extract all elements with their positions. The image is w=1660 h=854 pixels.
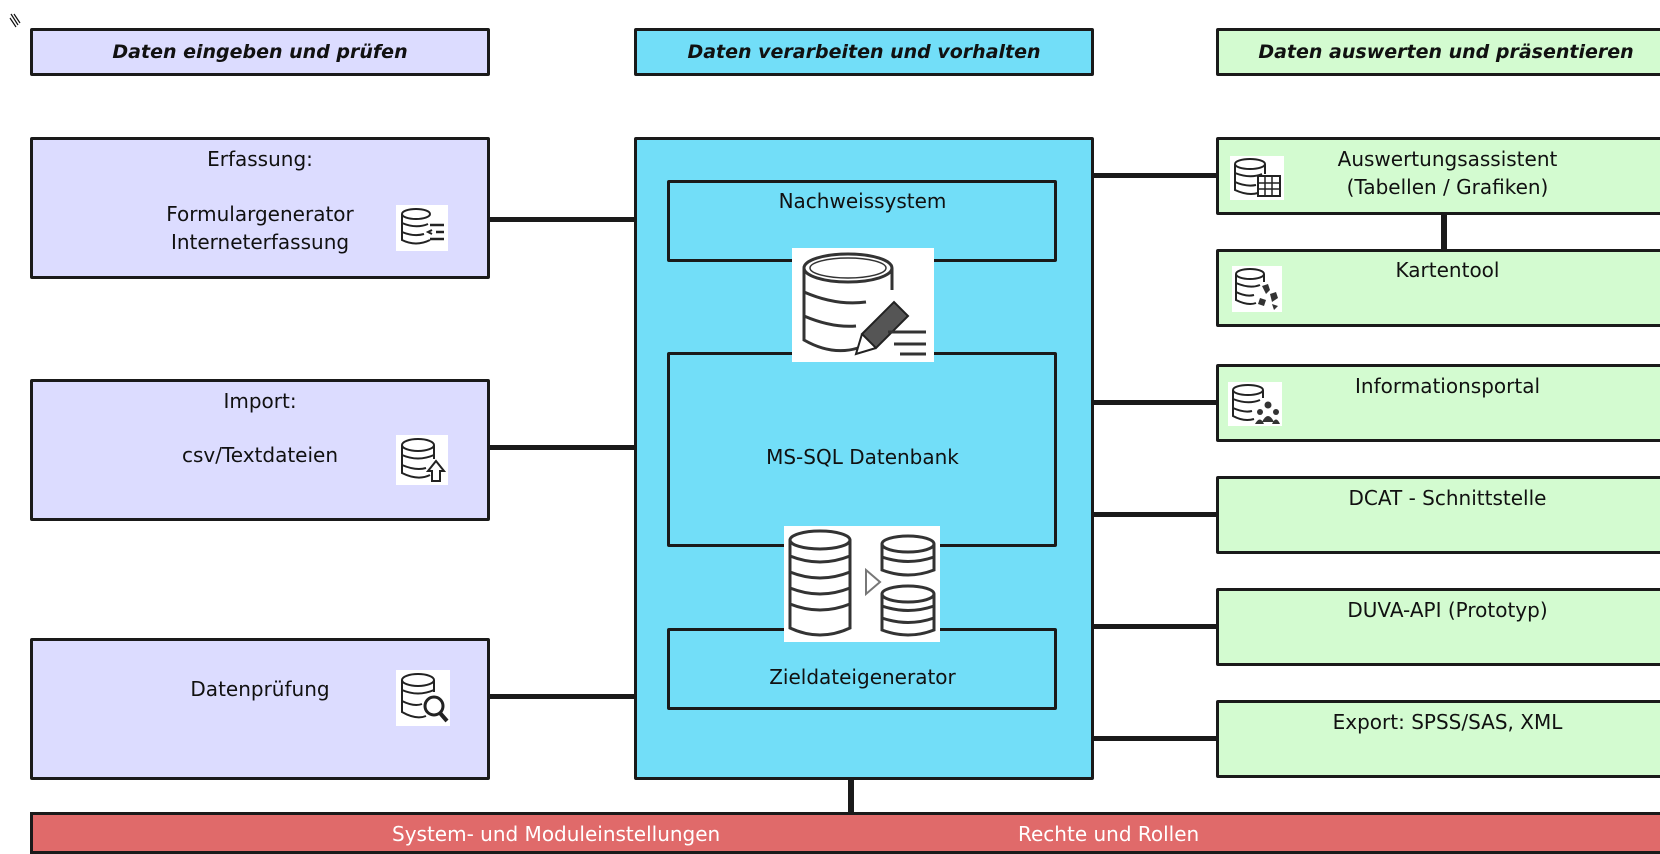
import-title: Import: xyxy=(223,389,297,413)
erfassung-title: Erfassung: xyxy=(207,147,313,171)
dcat-box xyxy=(1216,476,1660,554)
connector-duva xyxy=(1092,624,1218,629)
connector-dcat xyxy=(1092,512,1218,517)
header-process-store-label: Daten verarbeiten und vorhalten xyxy=(687,41,1041,63)
import-line1: csv/Textdateien xyxy=(181,443,339,467)
kartentool-label: Kartentool xyxy=(1395,258,1500,282)
connector-auswertung-kartentool xyxy=(1441,213,1447,251)
settings-bar xyxy=(30,812,1660,854)
portal-box xyxy=(1216,364,1660,442)
connector-footer xyxy=(848,778,854,814)
duva-box xyxy=(1216,588,1660,666)
database-list-icon xyxy=(396,205,448,251)
header-process-store: Daten verarbeiten und vorhalten xyxy=(634,28,1094,76)
erfassung-line2: Interneterfassung xyxy=(170,230,350,254)
erfassung-line1: Formulargenerator xyxy=(166,202,354,226)
pruefung-title: Datenprüfung xyxy=(190,677,330,701)
auswertung-line1: Auswertungsassistent xyxy=(1337,147,1558,171)
connector-portal xyxy=(1092,400,1218,405)
connector-export xyxy=(1092,736,1218,741)
pencil-cursor-icon xyxy=(9,13,21,28)
datenbank-box xyxy=(667,352,1057,547)
auswertung-box xyxy=(1216,137,1660,215)
header-evaluate-present-label: Daten auswerten und präsentieren xyxy=(1258,41,1634,63)
settings-rights-label: Rechte und Rollen xyxy=(1018,822,1200,846)
database-table-icon xyxy=(1230,156,1284,200)
auswertung-line2: (Tabellen / Grafiken) xyxy=(1346,175,1549,199)
export-label: Export: SPSS/SAS, XML xyxy=(1332,710,1563,734)
datenbank-label: MS-SQL Datenbank xyxy=(766,445,959,469)
settings-system-label: System- und Moduleinstellungen xyxy=(392,822,721,846)
zieldatei-label: Zieldateigenerator xyxy=(769,665,956,689)
database-search-icon xyxy=(396,670,450,726)
connector-erfassung xyxy=(488,217,636,222)
portal-label: Informationsportal xyxy=(1355,374,1540,398)
connector-pruefung xyxy=(488,694,636,699)
database-transfer-icon xyxy=(784,526,940,642)
database-upload-icon xyxy=(396,435,448,485)
dcat-label: DCAT - Schnittstelle xyxy=(1348,486,1547,510)
header-input-check-label: Daten eingeben und prüfen xyxy=(112,41,408,63)
database-users-icon xyxy=(1228,382,1282,426)
connector-auswertung xyxy=(1092,173,1218,178)
connector-import xyxy=(488,445,636,450)
header-input-check: Daten eingeben und prüfen xyxy=(30,28,490,76)
duva-label: DUVA-API (Prototyp) xyxy=(1347,598,1548,622)
nachweissystem-label: Nachweissystem xyxy=(778,189,947,213)
export-box xyxy=(1216,700,1660,778)
database-map-icon xyxy=(1232,266,1282,312)
header-evaluate-present: Daten auswerten und präsentieren xyxy=(1216,28,1660,76)
kartentool-box xyxy=(1216,249,1660,327)
database-edit-icon xyxy=(792,248,934,362)
